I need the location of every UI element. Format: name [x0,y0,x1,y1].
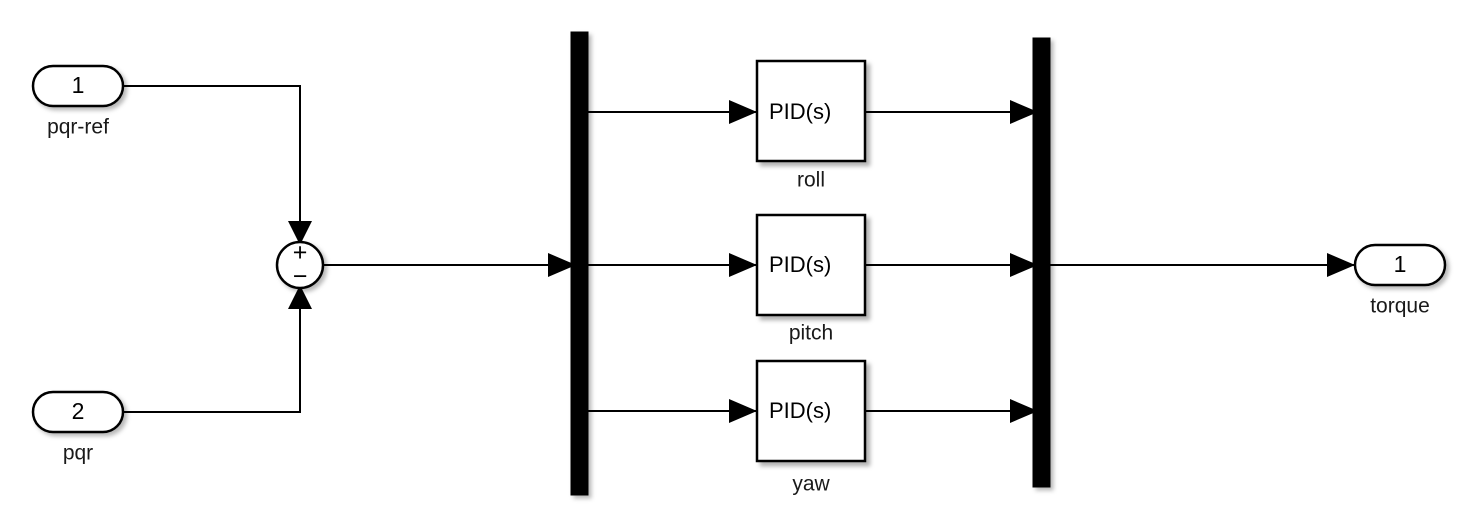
pid-roll-caption: roll [797,169,825,192]
inport-pqr[interactable]: 2 [31,390,125,434]
arrow-into-outport-torque [1327,253,1355,277]
pid-yaw-caption: yaw [792,473,830,496]
sum-junction-circle [275,240,325,290]
pid-pitch-block[interactable]: PID(s) [755,213,867,317]
outport-torque-caption: torque [1370,295,1430,318]
mux-bar[interactable] [1032,37,1051,488]
inport-pqr-ref-number: 1 [72,72,85,98]
arrow-roll-into-mux [1010,100,1038,124]
sum-sign-plus: + [293,239,308,267]
wire-pqr-ref-to-sum [123,85,301,228]
sum-junction[interactable]: + − [275,239,325,291]
arrow-into-demux [548,253,576,277]
outport-torque-number: 1 [1394,251,1407,277]
arrow-into-pid-roll [729,100,757,124]
inport-pqr-shape [31,390,125,434]
pid-yaw-block[interactable]: PID(s) [755,359,867,463]
sum-sign-minus: − [293,263,308,291]
outport-torque[interactable]: 1 [1353,243,1447,287]
demux-bar[interactable] [570,31,589,496]
pid-pitch-caption: pitch [789,322,833,345]
pid-pitch-shape [755,213,867,317]
inport-pqr-ref-shape [31,64,125,108]
pid-roll-shape [755,59,867,163]
arrow-yaw-into-mux [1010,399,1038,423]
pid-roll-label: PID(s) [769,99,831,124]
inport-pqr-ref[interactable]: 1 [31,64,125,108]
signal-lines [123,85,1355,423]
inport-pqr-number: 2 [72,398,85,424]
inport-pqr-caption: pqr [63,442,93,465]
arrow-into-pid-pitch [729,253,757,277]
pid-pitch-label: PID(s) [769,252,831,277]
arrow-pitch-into-mux [1010,253,1038,277]
pid-roll-block[interactable]: PID(s) [755,59,867,163]
pid-yaw-shape [755,359,867,463]
arrow-into-sum-minus [288,285,312,309]
outport-torque-shape [1353,243,1447,287]
arrow-into-sum-plus [288,221,312,245]
arrow-into-pid-yaw [729,399,757,423]
inport-pqr-ref-caption: pqr-ref [47,116,109,139]
wire-pqr-to-sum [123,302,301,413]
pid-yaw-label: PID(s) [769,398,831,423]
